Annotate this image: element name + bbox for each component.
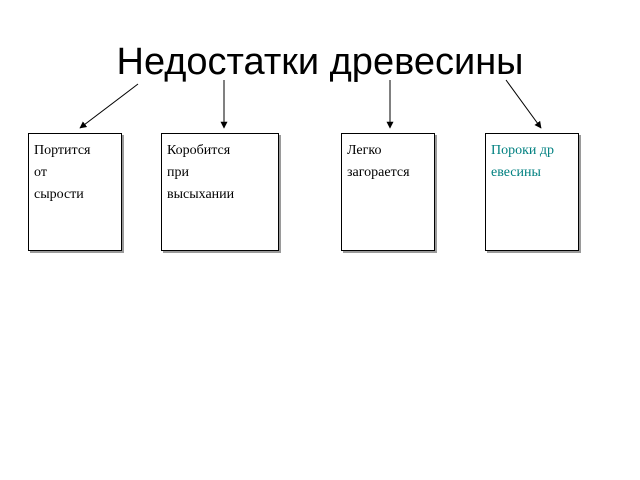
box-easily-ignites: Легко загорается <box>341 133 435 251</box>
box-rots-from-damp: Портится от сырости <box>28 133 122 251</box>
diagram-title: Недостатки древесины <box>116 41 524 83</box>
box-2-text: Коробится при высыхании <box>167 143 235 202</box>
box-1-text: Портится от сырости <box>34 143 91 202</box>
box-wood-defects: Пороки др евесины <box>485 133 579 251</box>
box-4-text: Пороки др евесины <box>491 143 555 180</box>
box-3-text: Легко загорается <box>347 143 410 180</box>
box-warps-when-drying: Коробится при высыхании <box>161 133 279 251</box>
arrow-to-box-1 <box>79 83 139 129</box>
arrow-to-box-4 <box>505 79 542 129</box>
